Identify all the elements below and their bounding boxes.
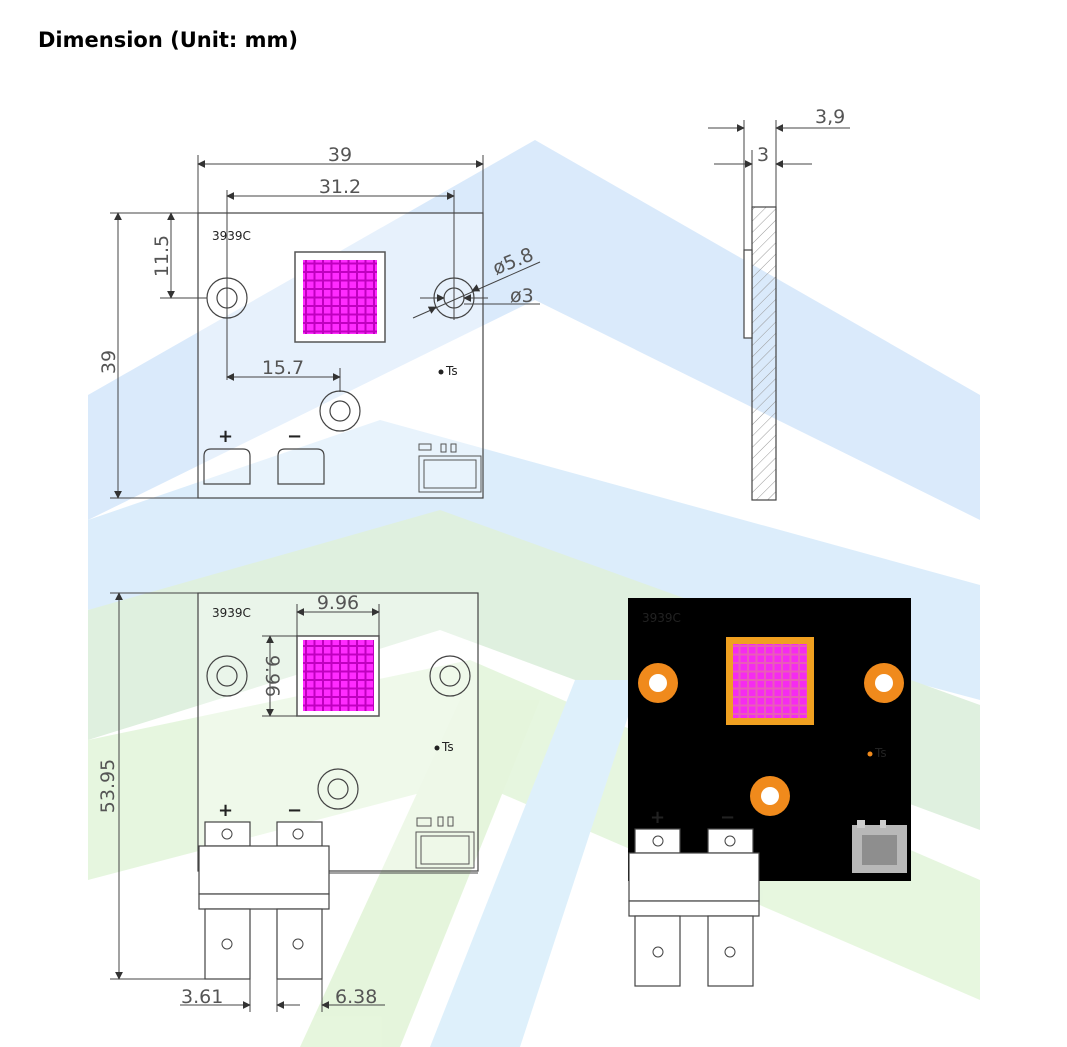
plus-label: + xyxy=(218,426,233,447)
ts-label-3: Ts xyxy=(874,746,887,760)
dim-total-thickness: 3,9 xyxy=(815,106,845,128)
tab-negative xyxy=(276,908,323,980)
assembly-view: 3939C Ts + − 9.96 xyxy=(97,592,479,1012)
connector-housing xyxy=(198,845,330,895)
chip-section xyxy=(743,249,753,339)
connector xyxy=(418,443,482,493)
mounting-hole-left-2 xyxy=(206,655,248,697)
mounting-hole-center-2 xyxy=(317,768,359,810)
dim-hole-offset: 11.5 xyxy=(151,235,173,277)
ts-label-2: Ts xyxy=(441,740,454,754)
dim-height: 39 xyxy=(98,350,120,374)
minus-label-3: − xyxy=(720,807,735,828)
ts-label: Ts xyxy=(445,364,458,378)
dim-tab-gap: 6.38 xyxy=(335,986,377,1008)
dim-width: 39 xyxy=(328,144,352,166)
tab-negative-top xyxy=(276,821,323,847)
page-title: Dimension (Unit: mm) xyxy=(38,28,298,52)
pad-positive xyxy=(203,448,251,485)
dim-board-thickness: 3 xyxy=(757,144,769,166)
dim-chip-height: 9.96 xyxy=(261,655,283,697)
dim-inner-dia: ø3 xyxy=(510,285,534,307)
led-chip-2 xyxy=(303,640,374,711)
connector-housing-3 xyxy=(628,852,760,902)
dim-center-offset: 15.7 xyxy=(262,357,304,379)
model-label-2: 3939C xyxy=(212,606,251,620)
side-view: 3,9 3 xyxy=(708,106,850,501)
tab-positive-top xyxy=(204,821,251,847)
minus-label: − xyxy=(287,426,302,447)
mounting-hole-right-2 xyxy=(429,655,471,697)
dim-total-height: 53.95 xyxy=(97,759,119,813)
led-chip-3 xyxy=(733,644,807,718)
led-chip xyxy=(303,260,377,334)
model-label-3: 3939C xyxy=(642,611,681,625)
minus-label-2: − xyxy=(287,800,302,821)
dim-hole-spacing: 31.2 xyxy=(319,176,361,198)
model-label: 3939C xyxy=(212,229,251,243)
top-view: 3939C Ts + − 39 31.2 xyxy=(98,144,541,499)
connector-2 xyxy=(415,816,475,869)
product-render: 3939C Ts + − xyxy=(628,598,911,987)
tab-positive xyxy=(204,908,251,980)
connector-3 xyxy=(852,820,907,873)
plus-label-2: + xyxy=(218,800,233,821)
plus-label-3: + xyxy=(650,807,665,828)
pad-negative xyxy=(277,448,325,485)
dim-tab-width: 3.61 xyxy=(181,986,223,1008)
dim-chip-width: 9.96 xyxy=(317,592,359,614)
board-section xyxy=(751,206,777,501)
